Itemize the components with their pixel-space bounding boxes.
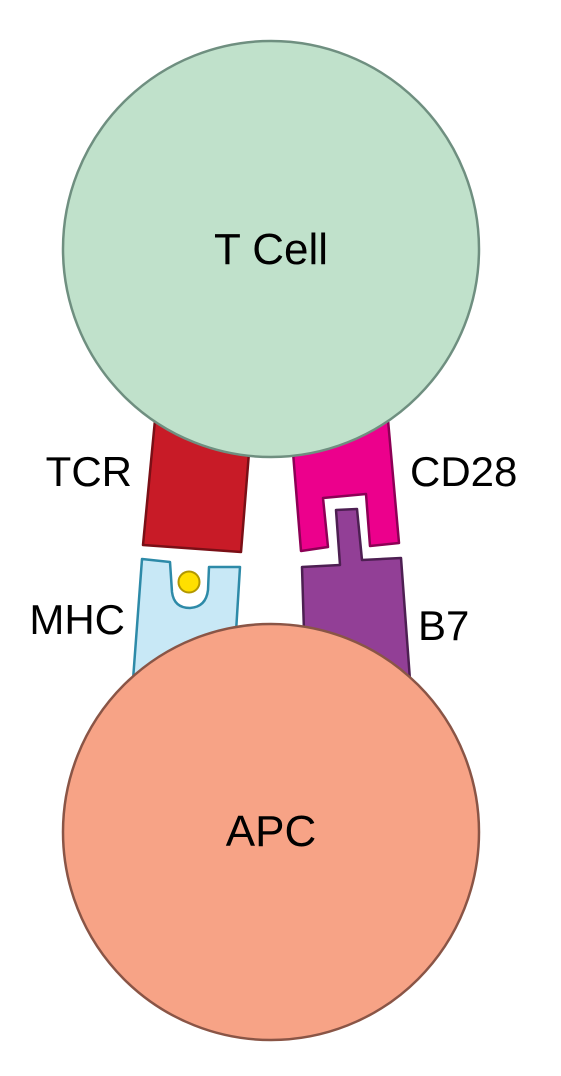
cd28-molecule	[290, 418, 401, 553]
cd28-label: CD28	[410, 448, 517, 495]
apc-circle	[61, 622, 481, 1042]
t-cell-circle	[61, 39, 481, 459]
mhc-label: MHC	[29, 596, 125, 643]
apc-label: APC	[226, 807, 316, 856]
mhc-molecule	[131, 557, 242, 682]
t-cell-label: T Cell	[214, 225, 328, 274]
antigen-peptide	[177, 570, 201, 594]
b7-label: B7	[418, 602, 469, 649]
tcr-label: TCR	[46, 448, 132, 495]
